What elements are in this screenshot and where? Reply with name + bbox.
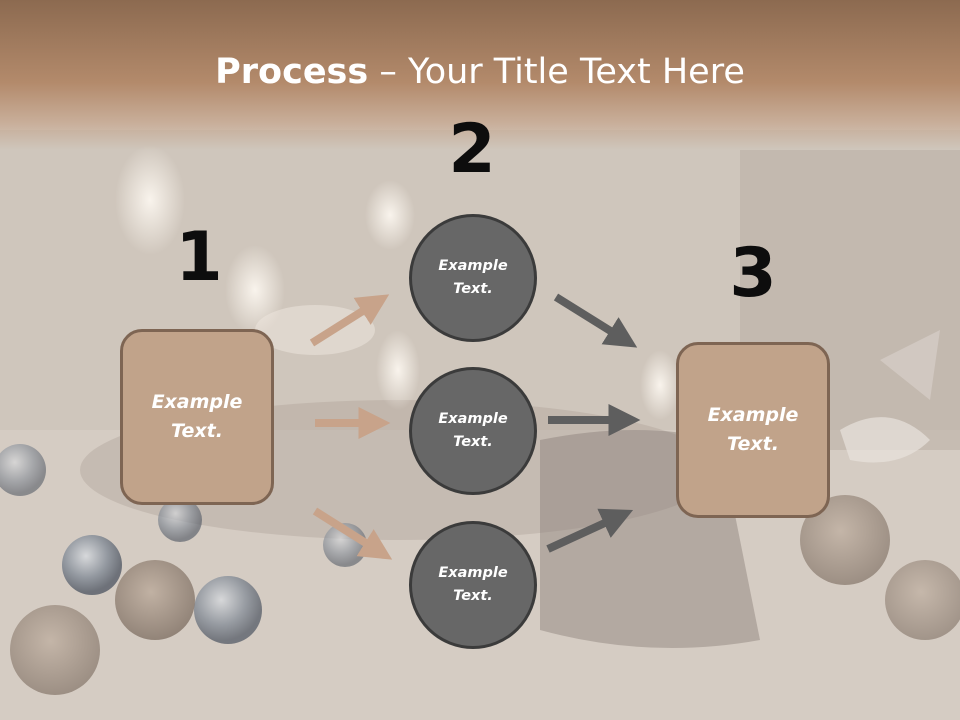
step-1-label: Example Text. (151, 391, 243, 442)
circle-bottom: Example Text. (409, 521, 537, 649)
title-bold: Process (215, 52, 369, 92)
arrow-down-right (312, 507, 393, 560)
step-3-box: Example Text. (676, 342, 830, 518)
circle-middle-label: Example Text. (438, 411, 508, 450)
circle-top-label: Example Text. (438, 258, 508, 297)
step-number-1: 1 (175, 218, 223, 297)
circle-bottom-label: Example Text. (438, 565, 508, 604)
title-bar (0, 0, 960, 150)
arrow-to-3-from-bottom (546, 508, 634, 553)
arrow-up-right (309, 294, 390, 347)
arrow-to-3-from-top (553, 293, 638, 348)
circle-middle: Example Text. (409, 367, 537, 495)
step-3-label: Example Text. (707, 404, 799, 455)
circle-top: Example Text. (409, 214, 537, 342)
step-1-box: Example Text. (120, 329, 274, 505)
slide-title: Process – Your Title Text Here (0, 52, 960, 92)
step-number-2: 2 (448, 110, 496, 189)
step-number-3: 3 (729, 234, 777, 313)
title-rest: – Your Title Text Here (368, 52, 745, 92)
